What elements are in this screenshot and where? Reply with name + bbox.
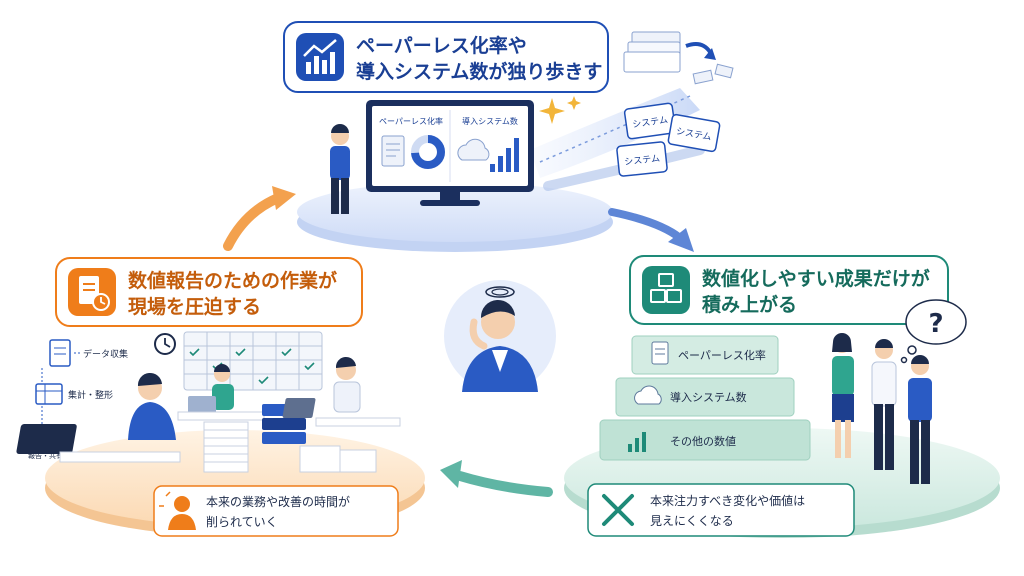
- right-title-line2: 積み上がる: [702, 293, 797, 316]
- left-title-box: 数値報告のための作業が 現場を圧迫する: [55, 257, 363, 327]
- arrow-left-to-top: [223, 186, 296, 251]
- top-platform: [297, 182, 613, 252]
- right-note-box: 本来注力すべき変化や価値は 見えにくくなる: [587, 483, 855, 537]
- right-note-line2: 見えにくくなる: [650, 514, 734, 528]
- top-title-line1: ペーパーレス化率や: [356, 34, 527, 57]
- stack-label-paperless: ペーパーレス化率: [678, 348, 766, 362]
- svg-text:?: ?: [928, 309, 943, 339]
- document-icon: [49, 339, 71, 367]
- system-card-3: システム: [616, 141, 668, 177]
- right-title-box: 数値化しやすい成果だけが 積み上がる: [629, 255, 949, 325]
- paper-stacks: [203, 404, 377, 473]
- top-title-box: ペーパーレス化率や 導入システム数が独り歩きす: [283, 21, 609, 93]
- dashboard-monitor: ペーパーレス化率 導入システム数: [366, 100, 534, 206]
- man-white-shirt-figure: [871, 339, 897, 470]
- stack-block-systems: 導入システム数: [615, 377, 795, 417]
- cloud-icon: [634, 385, 662, 405]
- report-clock-icon: [79, 276, 110, 311]
- stack-block-paperless: ペーパーレス化率: [631, 335, 779, 375]
- left-title-line2: 現場を圧迫する: [128, 295, 261, 318]
- question-bubble-icon: ?: [900, 299, 967, 364]
- stack-label-systems: 導入システム数: [670, 390, 747, 404]
- left-note-line2: 削られていく: [206, 515, 278, 529]
- monitor-label-systems: 導入システム数: [462, 116, 518, 126]
- bar-chart-icon: [628, 432, 646, 452]
- line-chart-icon: [303, 39, 337, 74]
- cross-icon: [602, 494, 634, 526]
- man-thinking-figure: [330, 124, 350, 214]
- worker-man-right: [282, 356, 401, 427]
- cloud-icon: [457, 138, 490, 161]
- right-note-line1: 本来注力すべき変化や価値は: [650, 493, 805, 508]
- system-card-1: システム: [623, 102, 677, 140]
- metric-stack: ペーパーレス化率 導入システム数 その他の数値: [599, 335, 811, 461]
- dizzy-swirl-icon: [485, 286, 515, 298]
- step-label-aggregate: 集計・整形: [68, 389, 113, 401]
- spreadsheet-icon: [35, 383, 63, 405]
- left-note-line1: 本来の業務や改善の時間が: [206, 494, 350, 509]
- right-title-line1: 数値化しやすい成果だけが: [702, 267, 930, 290]
- worried-man-illustration: [444, 280, 556, 392]
- step-label-report: 報告・共有: [28, 451, 63, 460]
- left-note-box: 本来の業務や改善の時間が 削られていく: [153, 485, 399, 537]
- worker-man-main: [16, 372, 181, 463]
- stack-block-other: その他の数値: [599, 419, 811, 461]
- step-label-collection: データ収集: [83, 348, 128, 360]
- bar-chart-icon: [490, 138, 519, 172]
- system-card-label-3: システム: [624, 153, 661, 168]
- clock-icon: [154, 333, 176, 355]
- system-card-2: システム: [667, 113, 721, 153]
- donut-chart-icon: [411, 135, 445, 169]
- sparkle-icon: [539, 96, 581, 124]
- puzzled-people-group: ?: [832, 299, 967, 484]
- monitor-label-paperless: ペーパーレス化率: [379, 116, 443, 126]
- document-icon: [651, 341, 669, 365]
- stacked-cubes-icon: [650, 273, 682, 303]
- woman-figure: [832, 333, 854, 458]
- left-title-line1: 数値報告のための作業が: [128, 269, 337, 292]
- arrow-top-to-right: [608, 208, 694, 252]
- system-card-label-1: システム: [632, 115, 669, 131]
- document-stack-illustration: [623, 31, 734, 85]
- stressed-person-icon: [159, 491, 196, 530]
- step-aggregate-format: 集計・整形: [35, 383, 113, 405]
- worker-woman-laptop: [177, 364, 265, 421]
- man-blue-suit-figure: [908, 355, 932, 484]
- step-data-collection: データ収集: [49, 339, 128, 367]
- top-title-line2: 導入システム数が独り歩きす: [356, 60, 602, 83]
- document-icon: [381, 135, 405, 167]
- calendar-board: [183, 331, 323, 391]
- arrow-right-to-left: [440, 460, 553, 497]
- stack-label-other: その他の数値: [670, 435, 736, 448]
